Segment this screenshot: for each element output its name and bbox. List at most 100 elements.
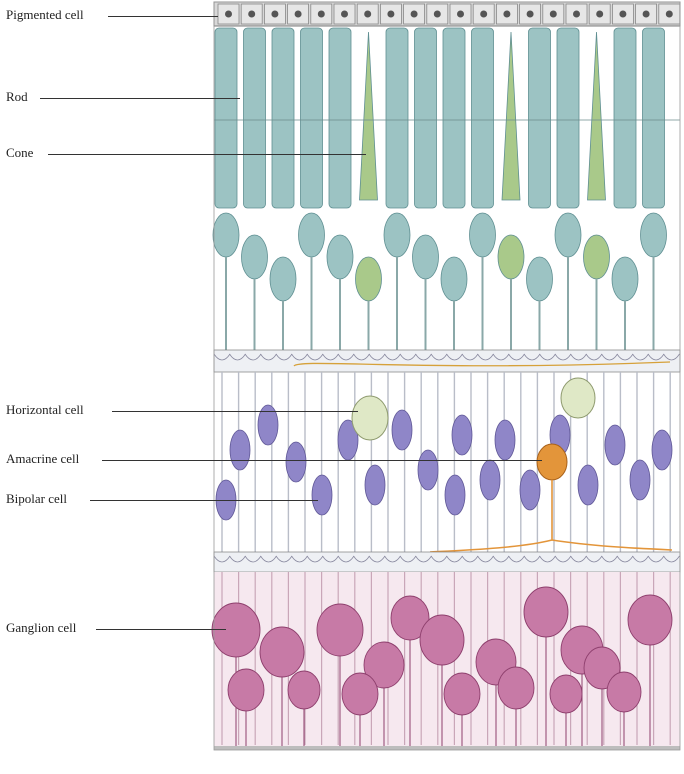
amacrine-cell xyxy=(536,443,568,481)
synapse-fiber xyxy=(322,555,339,563)
pigment-nucleus xyxy=(596,10,604,18)
rod-cell-body xyxy=(640,212,667,258)
pigment-nucleus xyxy=(457,10,464,18)
synapse-fiber xyxy=(570,353,587,361)
synapse-fiber xyxy=(275,353,293,361)
synapse-fiber xyxy=(477,555,494,563)
leader-amacrine-cell xyxy=(102,460,542,461)
bipolar-cell xyxy=(451,414,473,456)
synapse-fiber xyxy=(399,353,417,361)
synapse-fiber xyxy=(601,555,618,563)
pigment-nucleus xyxy=(271,10,279,18)
synapse-fiber xyxy=(647,353,665,361)
bipolar-cell xyxy=(229,429,251,471)
rod-outer-segment xyxy=(385,27,409,209)
pigment-nucleus xyxy=(642,10,650,18)
inner-plexiform-layer xyxy=(213,551,681,573)
nerve-fiber-layer xyxy=(214,746,680,750)
rod-outer-segment xyxy=(271,27,295,209)
rod-outer-segment xyxy=(214,27,238,209)
outer-plexiform-layer xyxy=(213,349,681,373)
label-rod: Rod xyxy=(6,89,28,104)
ganglion-cell xyxy=(287,670,321,710)
bipolar-cell xyxy=(604,424,626,466)
cone-outer-segment xyxy=(501,31,521,201)
cone-outer-segment xyxy=(587,31,606,201)
rod-cell-body xyxy=(611,256,639,302)
rod-cell-body xyxy=(212,212,240,258)
leader-horizontal-cell xyxy=(112,411,358,412)
ganglion-cell xyxy=(497,666,535,710)
rod-cell-body xyxy=(554,212,582,258)
bipolar-cell xyxy=(364,464,386,506)
pigment-nucleus xyxy=(433,10,441,18)
synapse-fiber xyxy=(368,555,386,563)
bipolar-cell xyxy=(257,404,279,446)
synapse-fiber xyxy=(585,353,603,361)
synapse-fiber xyxy=(601,353,618,361)
pigment-nucleus xyxy=(364,10,372,18)
synapse-fiber xyxy=(275,555,293,563)
leader-rod xyxy=(40,98,240,99)
pigment-nucleus xyxy=(573,10,580,18)
synapse-fiber xyxy=(508,353,525,361)
synapse-fiber xyxy=(244,555,262,563)
synapse-fiber xyxy=(477,353,494,361)
rod-outer-segment xyxy=(442,27,466,209)
synapse-fiber xyxy=(492,555,510,563)
outer-plexiform-band xyxy=(213,349,681,373)
bipolar-cell xyxy=(494,419,516,461)
synapse-fiber xyxy=(663,353,680,361)
bipolar-cell xyxy=(577,464,599,506)
cone-cell-body xyxy=(355,256,382,302)
rod-outer-segment xyxy=(243,27,266,209)
synapse-fiber xyxy=(260,353,277,361)
synapse-fiber xyxy=(353,353,370,361)
synapse-fiber xyxy=(213,353,231,361)
synapse-fiber xyxy=(663,555,680,563)
synapse-fiber xyxy=(415,353,432,361)
rod-outer-segment xyxy=(613,27,637,209)
synapse-fiber xyxy=(446,353,463,361)
amacrine-process xyxy=(429,480,673,553)
horizontal-cell xyxy=(560,377,596,419)
synapse-fiber xyxy=(585,555,603,563)
leader-cone xyxy=(48,154,366,155)
synapse-fiber xyxy=(229,555,246,563)
synapse-fiber xyxy=(523,353,541,361)
photoreceptor-layer xyxy=(212,27,680,352)
ganglion-cell xyxy=(419,614,465,666)
rod-outer-segment xyxy=(528,27,551,209)
synapse-fiber xyxy=(353,555,370,563)
ganglion-cell-layer xyxy=(211,572,680,750)
synapse-fiber xyxy=(446,555,463,563)
pigment-nucleus xyxy=(549,10,557,18)
label-bipolar-cell: Bipolar cell xyxy=(6,491,68,506)
synapse-fiber xyxy=(632,555,649,563)
synapse-fiber xyxy=(322,353,339,361)
rod-outer-segment xyxy=(328,27,352,209)
diagram-border xyxy=(213,1,681,751)
rod-outer-segment xyxy=(471,27,494,209)
label-ganglion-cell: Ganglion cell xyxy=(6,620,77,635)
synapse-fiber xyxy=(291,555,308,563)
horizontal-cell xyxy=(351,395,389,441)
bipolar-cell xyxy=(629,459,651,501)
label-horizontal-cell: Horizontal cell xyxy=(6,402,84,417)
rod-outer-segment xyxy=(556,27,580,209)
synapse-fiber xyxy=(616,555,634,563)
synapse-fiber xyxy=(229,353,246,361)
synapse-fiber xyxy=(461,555,479,563)
leader-bipolar-cell xyxy=(90,500,318,501)
label-pigmented-cell: Pigmented cell xyxy=(6,7,84,22)
bipolar-cell xyxy=(444,474,466,516)
bipolar-cell xyxy=(519,469,541,511)
label-cone: Cone xyxy=(6,145,34,160)
pigment-nucleus xyxy=(503,10,511,18)
ganglion-cell xyxy=(627,594,673,646)
rod-cell-body xyxy=(241,234,268,280)
synapse-fiber xyxy=(260,555,277,563)
synapse-fiber xyxy=(647,555,665,563)
synapse-fiber xyxy=(539,555,556,563)
